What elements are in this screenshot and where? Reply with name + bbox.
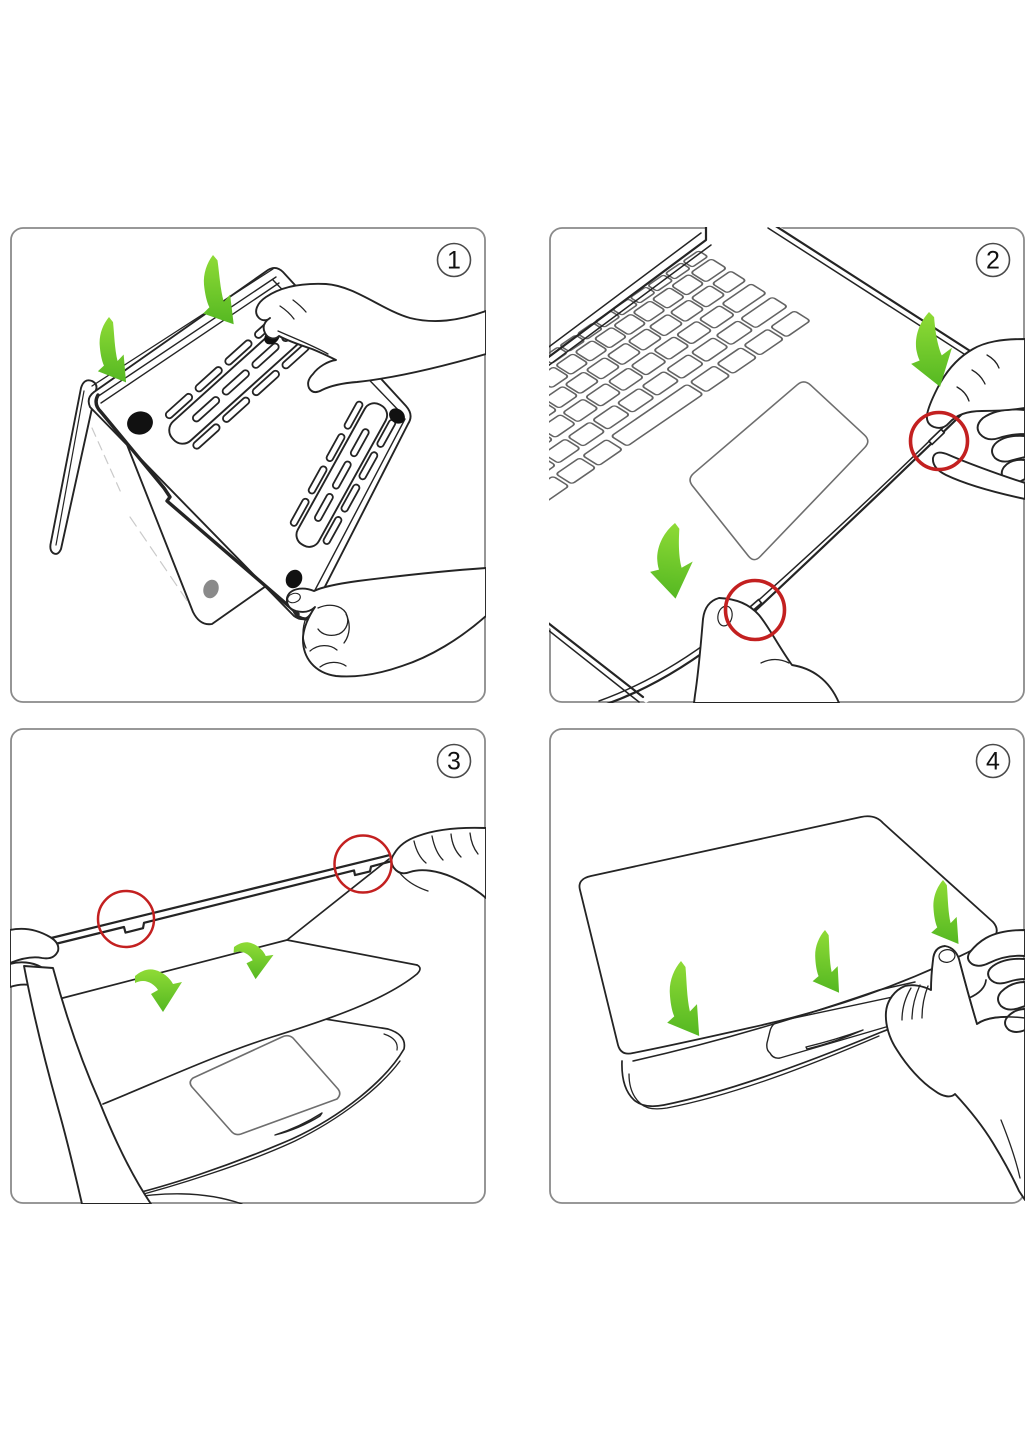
svg-text:3: 3 (447, 748, 461, 776)
svg-text:2: 2 (986, 247, 1000, 275)
svg-text:1: 1 (447, 247, 461, 275)
svg-text:4: 4 (986, 748, 1000, 776)
